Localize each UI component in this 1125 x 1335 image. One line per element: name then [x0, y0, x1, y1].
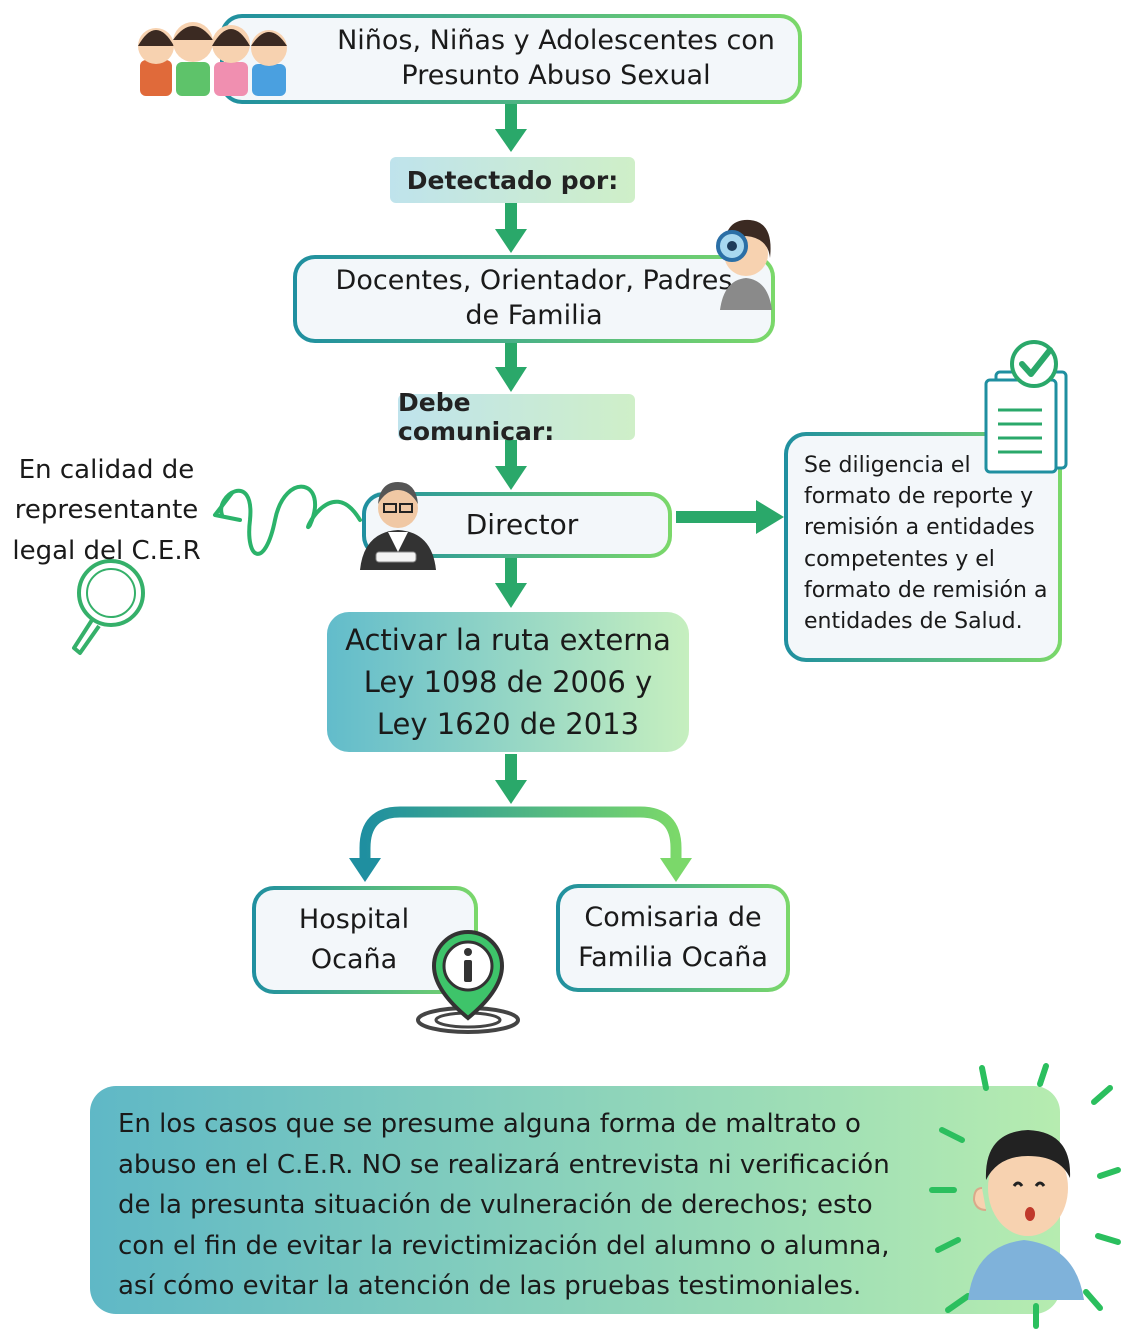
node-comisaria: Comisaria de Familia Ocaña	[556, 884, 790, 992]
warning-note: En los casos que se presume alguna forma…	[90, 1086, 1060, 1314]
document-check-icon	[984, 340, 1068, 474]
children-illustration-icon	[138, 22, 287, 96]
listening-person-icon	[929, 1063, 1121, 1329]
node-children: Niños, Niñas y Adolescentes con Presunto…	[220, 14, 802, 104]
arrow-3	[495, 343, 527, 392]
branch-arrow-right	[660, 858, 692, 882]
node-detectors: Docentes, Orientador, Padres de Familia	[293, 255, 775, 343]
branch-connector	[359, 806, 682, 860]
branch-arrow-left	[349, 858, 381, 882]
arrow-4	[495, 440, 527, 490]
arrow-6	[495, 754, 527, 804]
label-must-communicate: Debe comunicar:	[398, 388, 635, 446]
arrow-1	[495, 103, 527, 152]
info-location-icon	[416, 930, 520, 1034]
loop-arrowhead	[213, 491, 242, 522]
loop-arrow	[219, 484, 362, 556]
node-route-activation: Activar la ruta externa Ley 1098 de 2006…	[327, 612, 689, 752]
arrow-5	[495, 558, 527, 608]
director-icon	[360, 482, 436, 570]
legal-rep-note: En calidad de representante legal del C.…	[12, 455, 201, 566]
arrow-right-report	[676, 500, 784, 534]
magnifier-icon	[72, 559, 145, 655]
label-detected-by: Detectado por:	[390, 157, 635, 203]
investigator-icon	[716, 219, 772, 310]
node-report-form: Se diligencia el formato de reporte y re…	[784, 432, 1062, 662]
arrow-2	[495, 203, 527, 253]
